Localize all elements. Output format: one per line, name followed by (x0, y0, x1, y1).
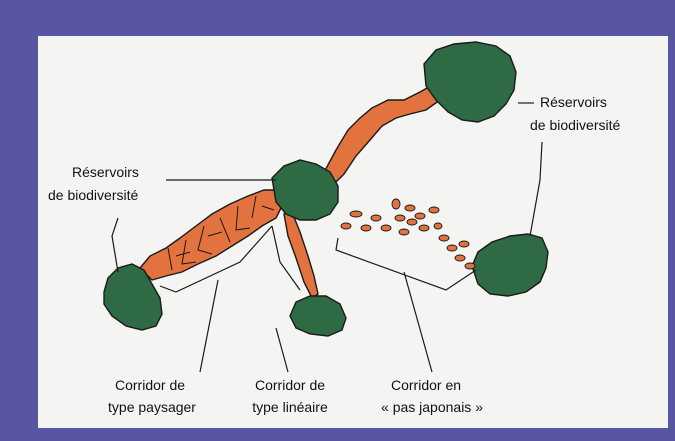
label-corridor-landscape-2: type paysager (108, 399, 196, 415)
label-corridor-linear-2: type linéaire (252, 399, 328, 415)
label-corridor-stepping-2: « pas japonais » (381, 399, 483, 415)
label-reservoir-left-2: de biodiversité (48, 187, 138, 203)
label-corridor-stepping-1: Corridor en (391, 377, 461, 393)
corridor-linear (284, 212, 318, 298)
label-corridor-landscape-1: Corridor de (115, 377, 185, 393)
reservoir-top-right (424, 42, 516, 122)
label-reservoir-right-2: de biodiversité (530, 117, 620, 133)
label-corridor-linear-1: Corridor de (255, 377, 325, 393)
label-reservoir-right-1: Réservoirs (540, 94, 607, 110)
reservoir-bottom-center (290, 296, 346, 336)
label-reservoir-left-1: Réservoirs (72, 164, 139, 180)
reservoir-right (472, 234, 548, 296)
